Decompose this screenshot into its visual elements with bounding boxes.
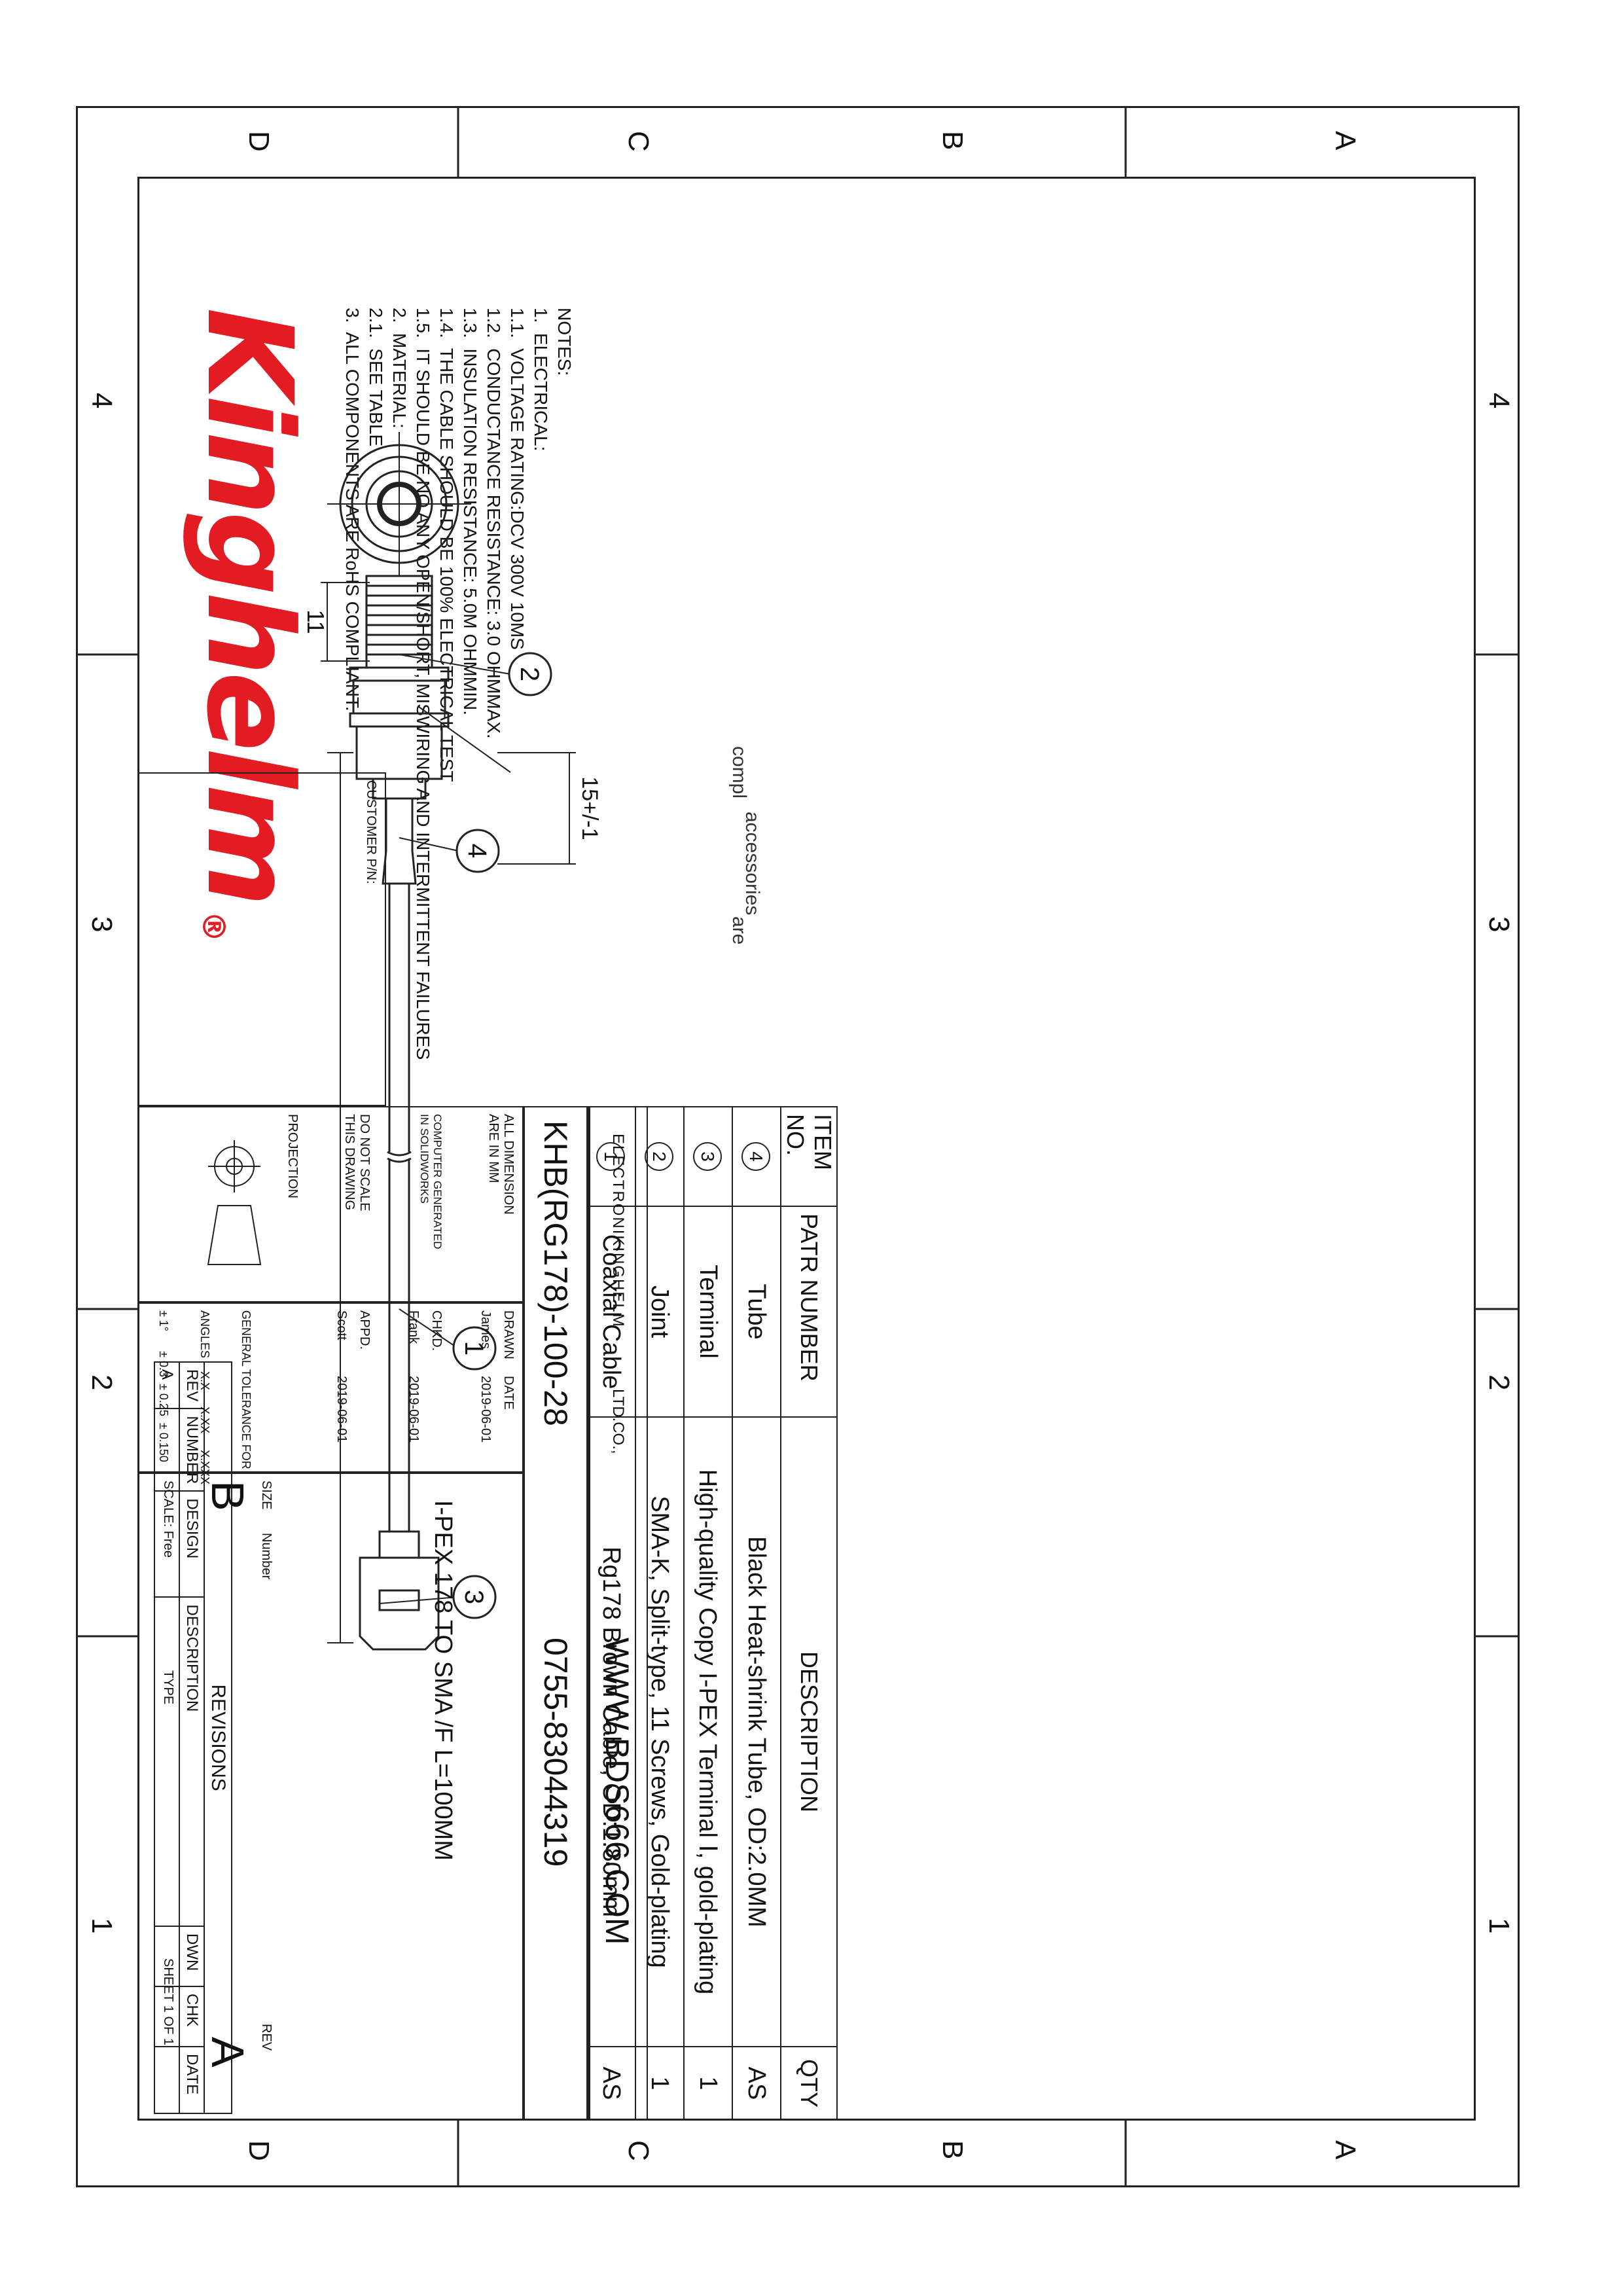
bom-header-item: ITEM NO.	[781, 1107, 837, 1206]
bom-qty: 1	[684, 2047, 732, 2120]
bom-desc: High-quality Copy I-PEX Terminal Ⅰ, gold…	[684, 1417, 732, 2047]
customer-pn-label: CUSTOMER P/N:	[364, 780, 378, 884]
size-value: B	[202, 1480, 253, 1511]
scale: SCALE: Free	[161, 1480, 175, 1558]
rev-value: A	[202, 2037, 253, 2068]
nut-1	[352, 679, 446, 715]
appd-date: 2019-06-01	[334, 1376, 349, 1443]
balloon-3-circle	[452, 1575, 497, 1619]
balloon-3-label: 3	[459, 1590, 488, 1604]
website: WWW.BDS666.COM	[599, 1638, 635, 1945]
chkd-by: Frank	[406, 1310, 421, 1344]
title-block: I-PEX 178 TO SMA /F L=100MM SIZE B Numbe…	[137, 1473, 524, 2121]
table-row: 4 Tube Black Heat-shrink Tube, OD:2.0MM …	[732, 1107, 781, 2120]
drawn-label: DRAWN	[501, 1310, 516, 1359]
do-not-scale-line-2: THIS DRAWING	[342, 1114, 357, 1211]
info-block: ALL DIMENSION ARE IN MM COMPUTER GENERAT…	[137, 1106, 524, 1302]
bom-part: Tube	[732, 1206, 781, 1417]
tolerance-line-2: ANGLES X.X X.XX X.XXX	[198, 1310, 211, 1485]
bom-item-balloon: 4	[741, 1142, 770, 1171]
appd-label: APPD.	[357, 1310, 372, 1350]
tolerance-line-3: ± 1° ± 0.3 ± 0.25 ± 0.150	[157, 1310, 170, 1462]
table-row: 3 Terminal High-quality Copy I-PEX Termi…	[684, 1107, 732, 2120]
part-number: KHB(RG178)-100-28	[537, 1121, 574, 1426]
all-dimension-line-1: ALL DIMENSION	[501, 1114, 516, 1215]
do-not-scale-line-1: DO NOT SCALE	[357, 1114, 372, 1211]
date-label: DATE	[501, 1376, 516, 1410]
projection-symbol-icon	[207, 1140, 262, 1265]
accessory-note-3: are	[728, 916, 750, 944]
company-suffix: LTD.CO.,	[609, 1389, 627, 1454]
drawn-by: James	[478, 1310, 493, 1349]
balloon-2-circle	[508, 652, 552, 696]
number-label: Number	[259, 1533, 274, 1580]
projection-label: PROJECTION	[285, 1114, 300, 1198]
balloon-1-circle	[452, 1326, 497, 1371]
phone: 0755-83044319	[537, 1638, 574, 1867]
size-label: SIZE	[259, 1480, 274, 1510]
type-label: TYPE	[161, 1670, 175, 1705]
chkd-date: 2019-06-01	[406, 1376, 421, 1443]
balloon-2-label: 2	[515, 667, 544, 681]
nut-2	[355, 725, 443, 780]
balloon-4-circle	[455, 829, 500, 873]
computer-generated-line-1: COMPUTER GENERATED	[431, 1114, 444, 1249]
ipex-terminal	[359, 1556, 440, 1651]
part-number-row: KHB(RG178)-100-28 0755-83044319	[524, 1106, 589, 2121]
company-row: ELECTRONIKINGHELM LTD.CO., WWW.BDS666.CO…	[589, 1106, 648, 2121]
computer-generated: COMPUTER GENERATED IN SOLIDWORKS	[418, 1114, 444, 1249]
bom-header-qty: QTY	[781, 2047, 837, 2120]
company-name: ELECTRONIKINGHELM	[609, 1134, 627, 1328]
computer-generated-line-2: IN SOLIDWORKS	[418, 1114, 431, 1204]
balloon-4-label: 4	[463, 844, 491, 858]
all-dimension: ALL DIMENSION ARE IN MM	[486, 1114, 516, 1215]
dim-tube-label: 15+/-1	[577, 776, 602, 840]
bom-part: Terminal	[684, 1206, 732, 1417]
accessory-note-1: compl	[728, 746, 750, 798]
balloon-1-label: 1	[459, 1341, 488, 1355]
accessory-note-2: accessories	[741, 812, 763, 915]
bom-header-part: PATR NUMBER	[781, 1206, 837, 1417]
washer-2	[349, 712, 450, 728]
tolerance: GENERAL TOLERANCE FOR ANGLES X.X X.XX X.…	[129, 1310, 280, 1484]
customer-pn-box: CUSTOMER P/N:	[137, 772, 386, 1106]
bom-header-row: ITEM NO. PATR NUMBER DESCRIPTION QTY	[781, 1107, 837, 2120]
drawing-title: I-PEX 178 TO SMA /F L=100MM	[429, 1500, 457, 1861]
all-dimension-line-2: ARE IN MM	[486, 1114, 501, 1183]
approval-block: DRAWN James DATE 2019-06-01 CHKD. Frank …	[137, 1302, 524, 1484]
drawn-date: 2019-06-01	[478, 1376, 493, 1443]
tolerance-line-1: GENERAL TOLERANCE FOR	[240, 1310, 253, 1469]
washer-1	[349, 666, 450, 682]
appd-by: Scott	[334, 1310, 349, 1340]
sheet-label: SHEET 1 OF 1	[161, 1958, 175, 2046]
heat-shrink-tube	[382, 797, 417, 885]
rev-label: REV	[259, 2024, 274, 2051]
bom-qty: AS	[732, 2047, 781, 2120]
dim-thread-label: 11	[302, 609, 329, 634]
do-not-scale: DO NOT SCALE THIS DRAWING	[342, 1114, 372, 1211]
bom-desc: Black Heat-shrink Tube, OD:2.0MM	[732, 1417, 781, 2047]
chkd-label: CHKD.	[429, 1310, 444, 1352]
bom-item-balloon: 3	[693, 1142, 722, 1171]
bom-item-balloon: 2	[645, 1142, 673, 1171]
bom-header-desc: DESCRIPTION	[781, 1417, 837, 2047]
